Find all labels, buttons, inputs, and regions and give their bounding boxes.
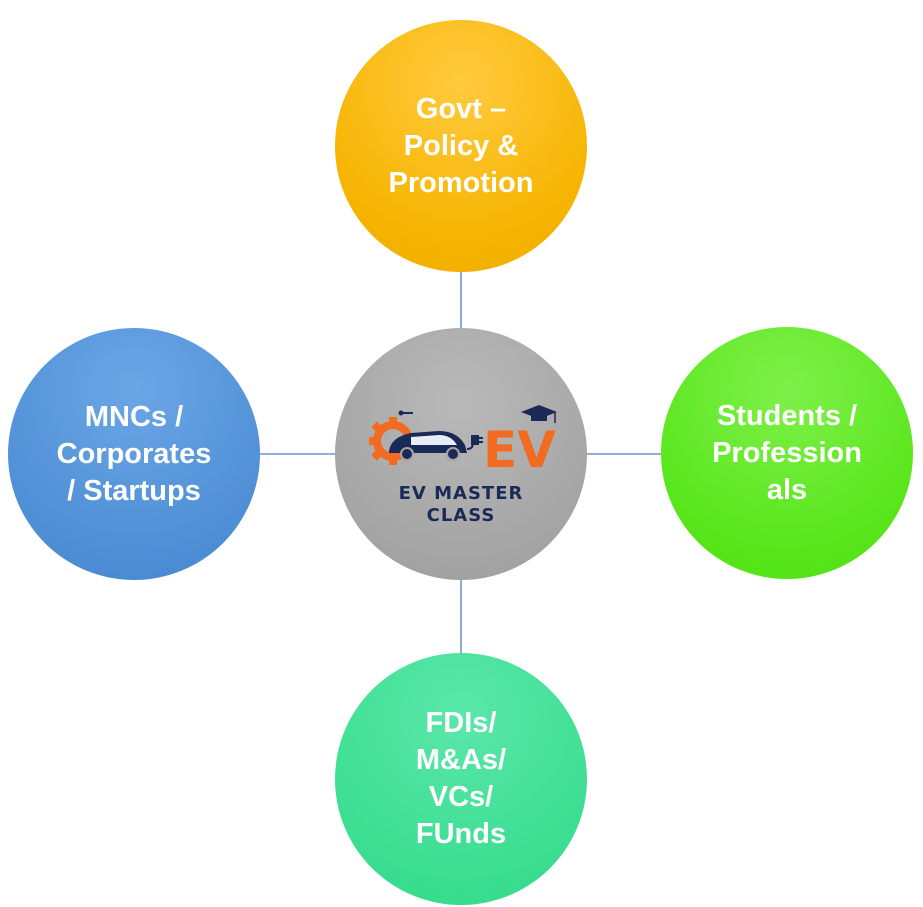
- node-students: Students / Profession als: [661, 327, 913, 579]
- node-investors: FDIs/ M&As/ VCs/ FUnds: [335, 653, 587, 905]
- graduation-cap-icon: [521, 405, 557, 423]
- node-students-label: Students / Profession als: [712, 399, 862, 506]
- ev-logo-mark: EV: [483, 421, 556, 479]
- ev-master-class-logo: EV: [369, 405, 557, 479]
- node-corporates: MNCs / Corporates / Startups: [8, 328, 260, 580]
- logo-text: EV MASTER CLASS: [398, 483, 524, 526]
- node-corporates-label: MNCs / Corporates / Startups: [56, 400, 212, 507]
- car-icon: [389, 431, 467, 461]
- plug-icon: [466, 435, 483, 450]
- node-center-logo: EV EV MASTER CLASS: [335, 328, 587, 580]
- node-investors-label: FDIs/ M&As/ VCs/ FUnds: [415, 707, 507, 850]
- node-govt-policy-label: Govt – Policy & Promotion: [388, 92, 534, 199]
- node-govt-policy: Govt – Policy & Promotion: [335, 20, 587, 272]
